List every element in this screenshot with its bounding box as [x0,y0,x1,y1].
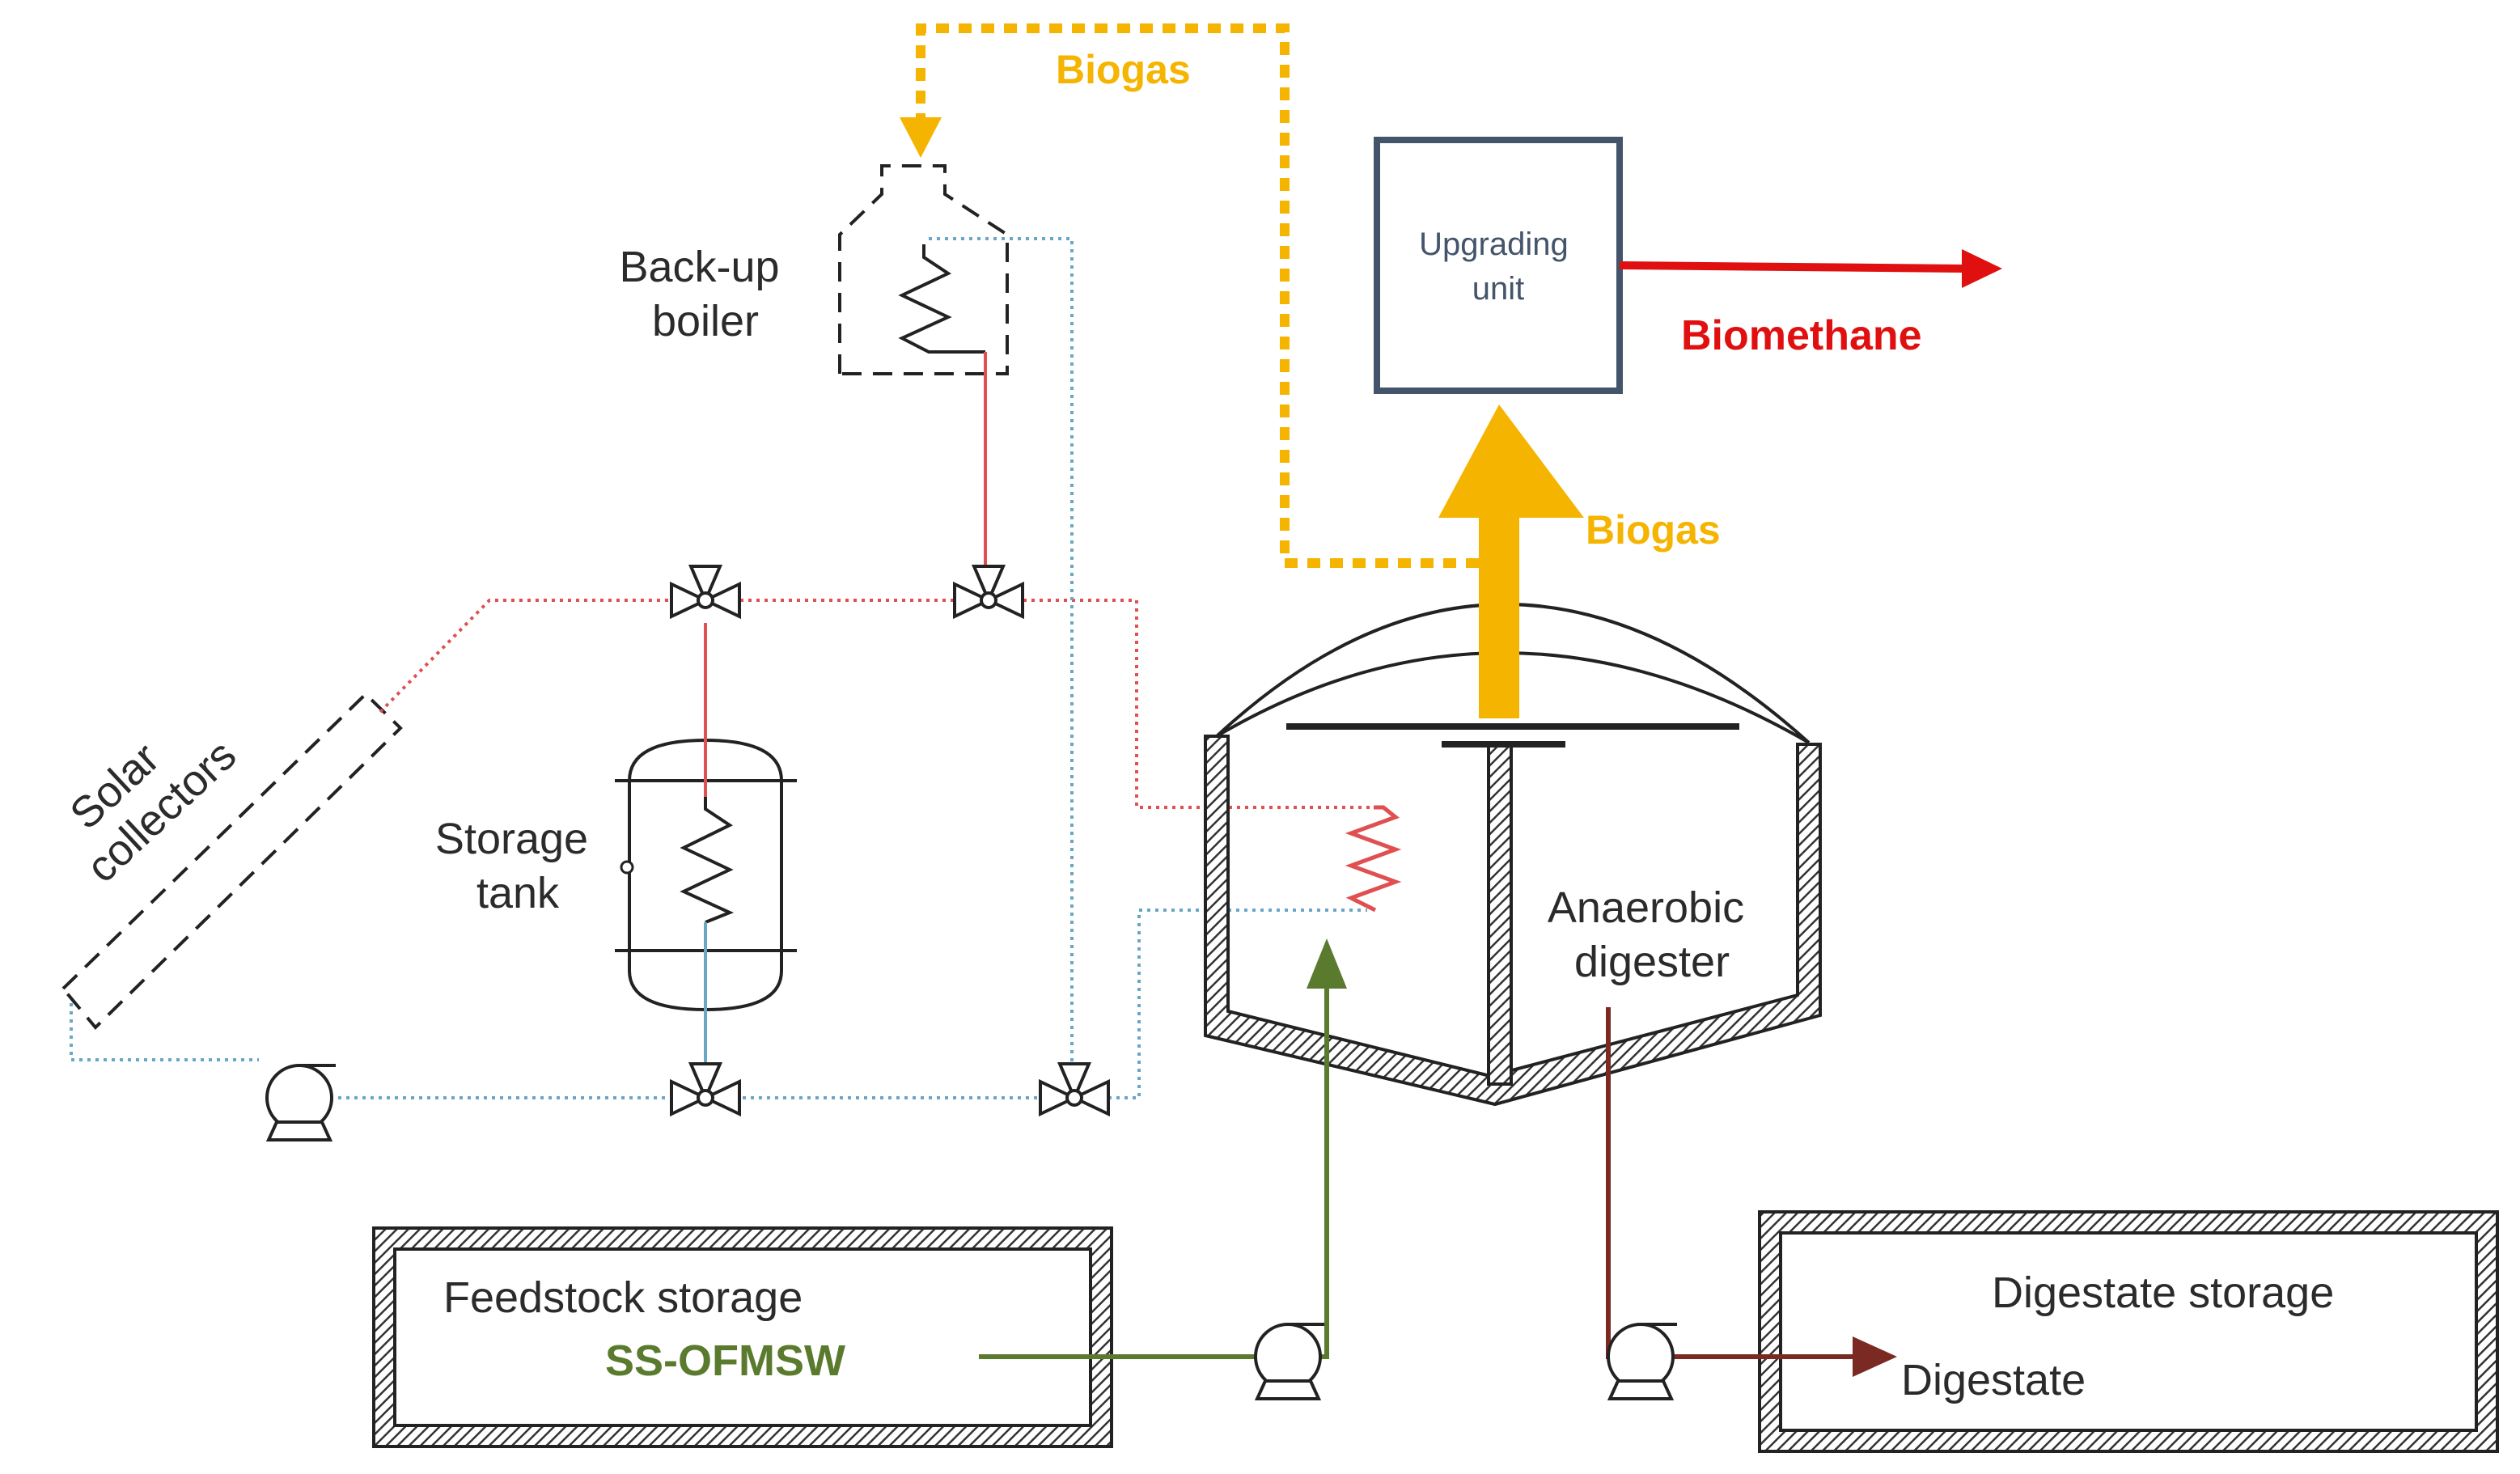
digestate-storage [1758,1210,2499,1453]
backup-boiler-label: Back-up boiler [619,243,791,345]
solar-collectors-label: Solar collectors [43,694,245,892]
biogas-arrow [1438,405,1584,718]
heat-exchanger-coil-icon [1345,805,1402,913]
pump-icon [265,1064,337,1142]
solar-hot-pipe [379,599,1374,809]
digestate-label: Digestate [1901,1356,2086,1404]
biomethane-label: Biomethane [1681,312,1922,359]
storage-tank-label: Storage tank [435,815,600,917]
feedstock-storage [372,1226,1113,1448]
feedstock-label: SS-OFMSW [605,1336,845,1385]
valve-icon [670,565,741,618]
pump-icon [1254,1323,1326,1400]
upgrading-unit-label: Upgrading unit [1419,227,1578,307]
feedstock-storage-label: Feedstock storage [443,1273,803,1322]
solar-collectors [61,692,403,1030]
upgrading-unit [1374,137,1623,394]
valve-icon [953,565,1024,618]
heat-exchanger-coil-icon [898,244,985,354]
arrow-icon [900,117,942,158]
pump-icon [1607,1323,1679,1400]
arrow-icon [1307,938,1347,989]
digestate-storage-label: Digestate storage [1992,1269,2334,1317]
digester-label: Anaerobic digester [1548,883,1756,986]
storage-tank [615,738,797,1012]
valve-icon [1039,1062,1110,1116]
solar-cold-pipe [70,237,1367,1099]
backup-boiler [838,164,1009,375]
heat-exchanger-coil-icon [680,797,735,924]
biogas-label-top: Biogas [1056,47,1191,92]
biogas-recirculation-line [916,23,1479,568]
valve-icon [670,1062,741,1116]
biomethane-arrow [1619,249,2002,288]
biogas-label-mid: Biogas [1586,507,1721,553]
